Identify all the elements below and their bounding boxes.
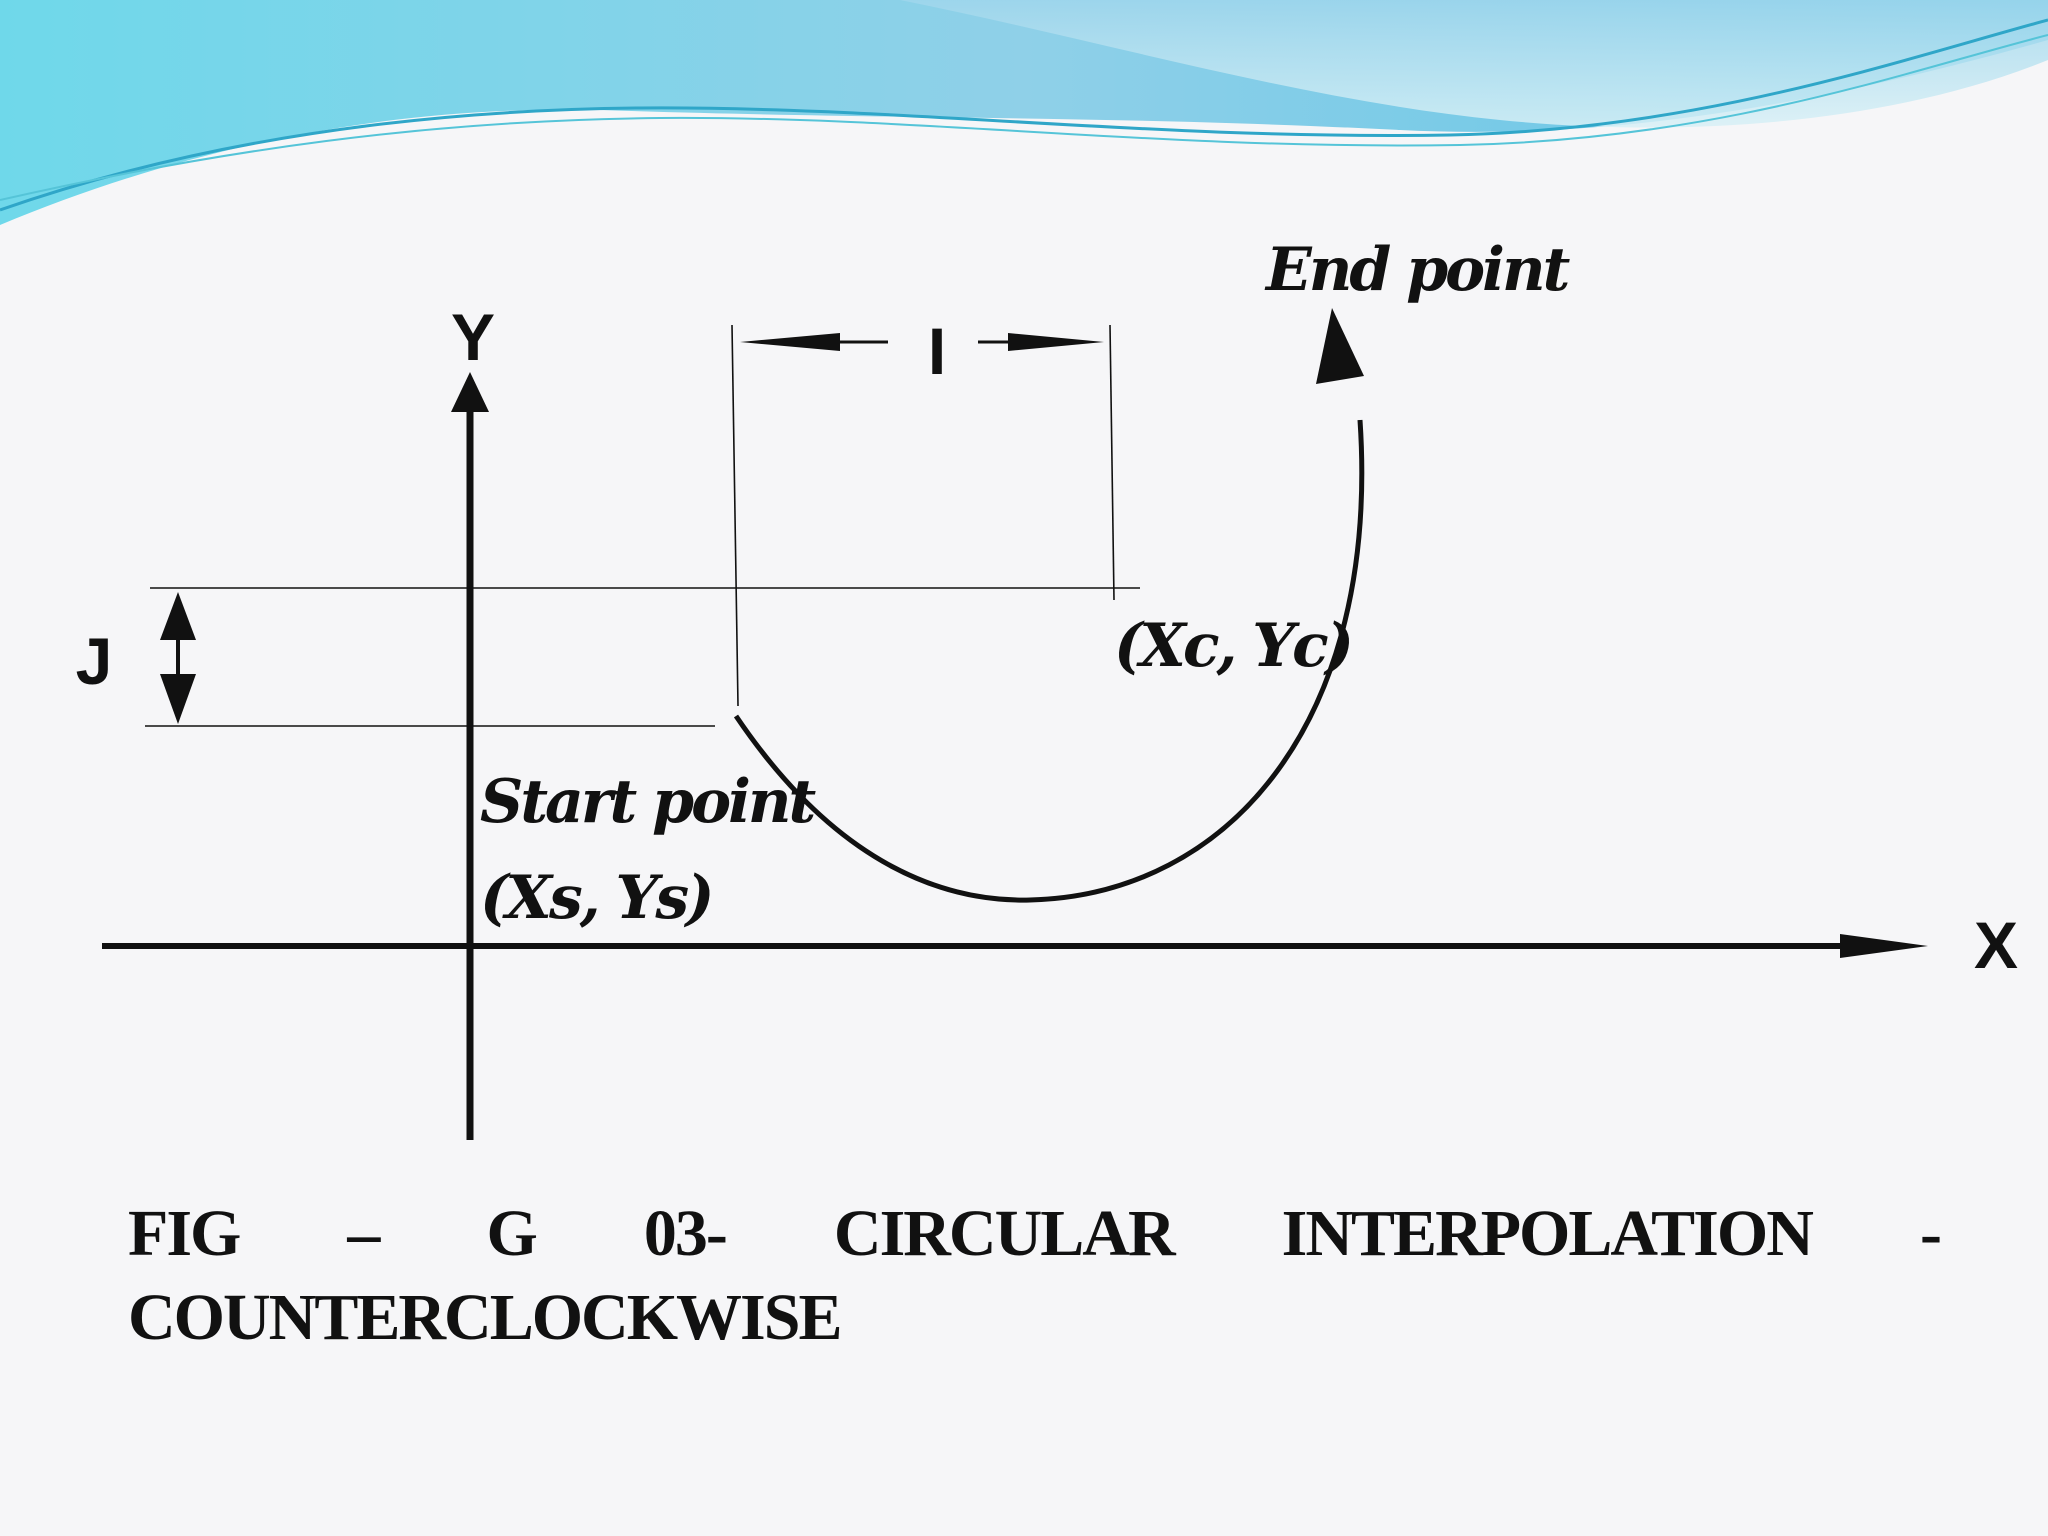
center-point-coords: (Xc, Yc): [1114, 611, 1351, 681]
extension-lines: [145, 324, 1140, 727]
figure-caption: FIG – G 03- CIRCULAR INTERPOLATION - COU…: [128, 1192, 1942, 1360]
caption-word: INTERPOLATION: [1281, 1197, 1814, 1270]
x-axis-label: X: [1974, 908, 2018, 982]
j-dimension-label: J: [76, 624, 113, 698]
start-point-label: Start point: [480, 767, 817, 837]
caption-word: FIG: [128, 1197, 241, 1270]
i-dimension: [740, 333, 1104, 351]
caption-word: -: [1919, 1197, 1942, 1270]
caption-word: G: [486, 1197, 537, 1270]
x-axis: [102, 934, 1928, 958]
y-axis: [451, 372, 489, 1140]
ccw-arc: [733, 308, 1365, 903]
caption-line-2: COUNTERCLOCKWISE: [128, 1281, 842, 1354]
header-wave: [0, 0, 2048, 225]
j-dimension: [160, 592, 196, 724]
caption-word: 03-: [643, 1197, 728, 1270]
caption-line-1: FIG – G 03- CIRCULAR INTERPOLATION -: [128, 1192, 1942, 1276]
caption-word: –: [347, 1197, 380, 1270]
i-dimension-label: I: [928, 314, 946, 388]
caption-word: CIRCULAR: [833, 1197, 1176, 1270]
start-point-coords: (Xs, Ys): [480, 863, 712, 933]
end-point-label: End point: [1264, 235, 1571, 305]
y-axis-label: Y: [451, 300, 495, 374]
